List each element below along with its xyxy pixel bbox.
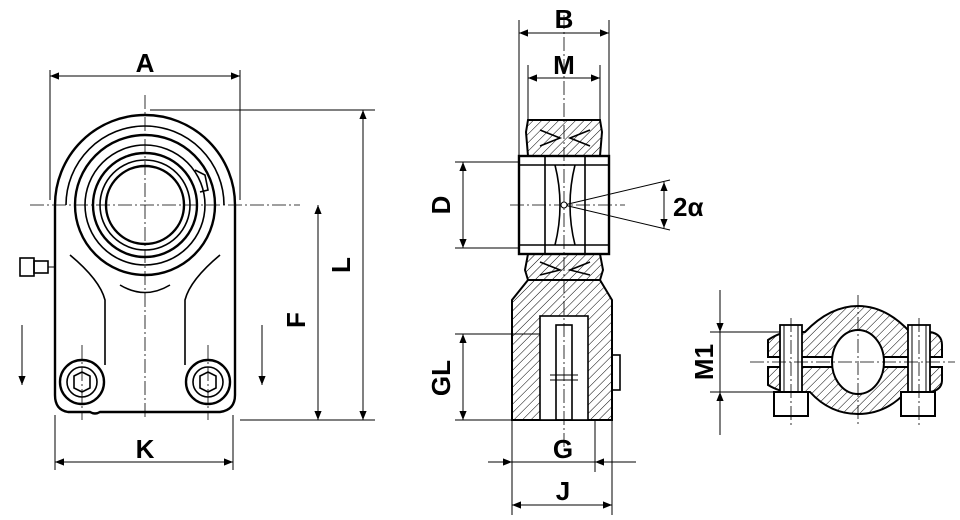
dim-label-B: B xyxy=(555,4,574,34)
section-left-bolt-icon xyxy=(773,324,809,417)
dim-label-2alpha: 2α xyxy=(673,192,703,222)
front-view: A K L F xyxy=(18,48,375,470)
dim-label-GL: GL xyxy=(426,360,456,396)
dim-label-D: D xyxy=(426,196,456,215)
grease-nipple-icon xyxy=(19,257,56,277)
dim-label-M1: M1 xyxy=(689,344,719,380)
dim-label-A: A xyxy=(136,48,155,78)
side-view: 2α B M D GL G J xyxy=(426,4,703,515)
dim-label-K: K xyxy=(136,434,155,464)
dim-label-F: F xyxy=(281,312,311,328)
dim-label-G: G xyxy=(553,434,573,464)
section-right-bolt-icon xyxy=(900,324,936,417)
dim-label-L: L xyxy=(326,257,356,273)
section-view: M1 xyxy=(689,290,955,435)
dim-label-J: J xyxy=(556,476,570,506)
dim-label-M: M xyxy=(553,50,575,80)
